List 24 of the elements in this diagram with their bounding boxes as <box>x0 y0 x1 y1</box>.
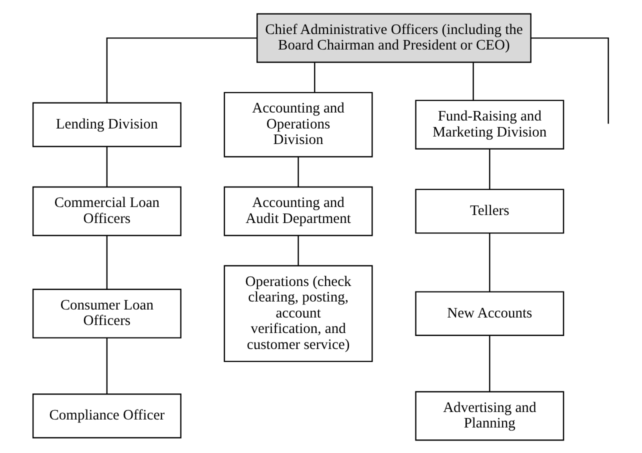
node-box: Chief Administrative Officers (including the Board Chairman and President or CEO) <box>256 12 532 62</box>
connector <box>472 62 474 100</box>
node-box: Accounting and Audit Department <box>224 186 373 236</box>
connector <box>106 36 257 102</box>
node-box: Lending Division <box>32 102 182 147</box>
connector <box>106 337 108 394</box>
connector <box>489 148 490 189</box>
connector <box>314 62 316 92</box>
connector <box>298 156 299 186</box>
node-box: Compliance Officer <box>32 393 182 438</box>
connector <box>489 335 490 392</box>
connector <box>530 36 609 124</box>
node-box: Operations (check clearing, posting, account verification, and customer service) <box>224 264 373 362</box>
node-box: Advertising and Planning <box>415 390 564 440</box>
node-box: Commercial Loan Officers <box>32 186 182 236</box>
node-box: Consumer Loan Officers <box>32 288 182 338</box>
connector <box>489 232 490 292</box>
node-box: Accounting and Operations Division <box>224 91 373 157</box>
connector <box>298 235 299 265</box>
connector <box>106 235 108 289</box>
node-box: Tellers <box>415 188 564 234</box>
node-box: Fund-Raising and Marketing Division <box>415 99 564 149</box>
connector <box>106 146 108 186</box>
node-box: New Accounts <box>415 290 564 336</box>
